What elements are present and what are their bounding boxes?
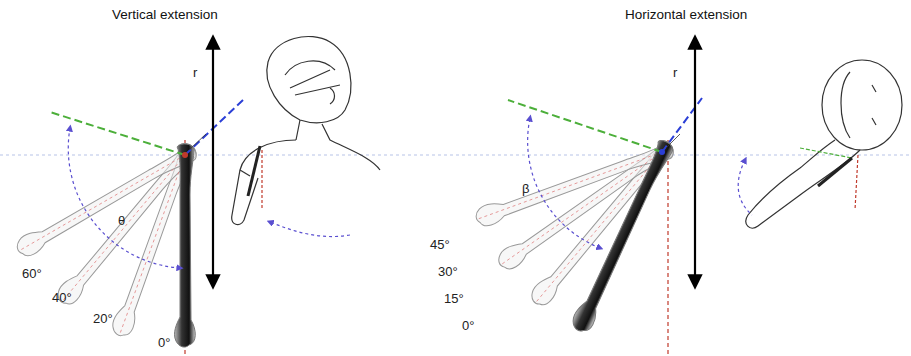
angle-arc [528,118,600,248]
angle-arc [68,128,180,268]
bone-outline [13,140,199,260]
double-arrow [212,42,214,282]
angle-label: r [673,66,677,80]
humerus-bone [175,144,196,347]
angle-label: r [193,66,197,80]
double-arrow [694,42,696,282]
bone-axis [120,155,185,334]
angle-label: 0° [158,336,170,350]
radius-line [666,134,680,148]
angle-label: 40° [52,291,72,305]
vertical-axis [667,140,668,356]
bone-axis [20,155,185,250]
pivot [659,149,665,155]
pivot [182,152,188,158]
green-line [508,100,662,152]
child-figure [738,60,902,228]
green-line [50,112,185,155]
child-figure [232,36,380,236]
radius-line [189,134,206,150]
bone-axis [63,155,185,301]
angle-label: θ [118,214,125,228]
angle-label: β [522,182,529,196]
angle-label: 15° [444,292,464,306]
panel-heading: Horizontal extension [625,8,747,23]
blue-line [185,98,245,155]
panel-heading: Vertical extension [112,8,218,23]
humerus-bone [569,138,676,335]
angle-label: 30° [438,265,458,279]
angle-label: 45° [430,238,450,252]
angle-label: 60° [22,267,42,281]
reference-line [0,154,911,155]
angle-label: 20° [93,312,113,326]
angle-label: 0° [462,319,474,333]
